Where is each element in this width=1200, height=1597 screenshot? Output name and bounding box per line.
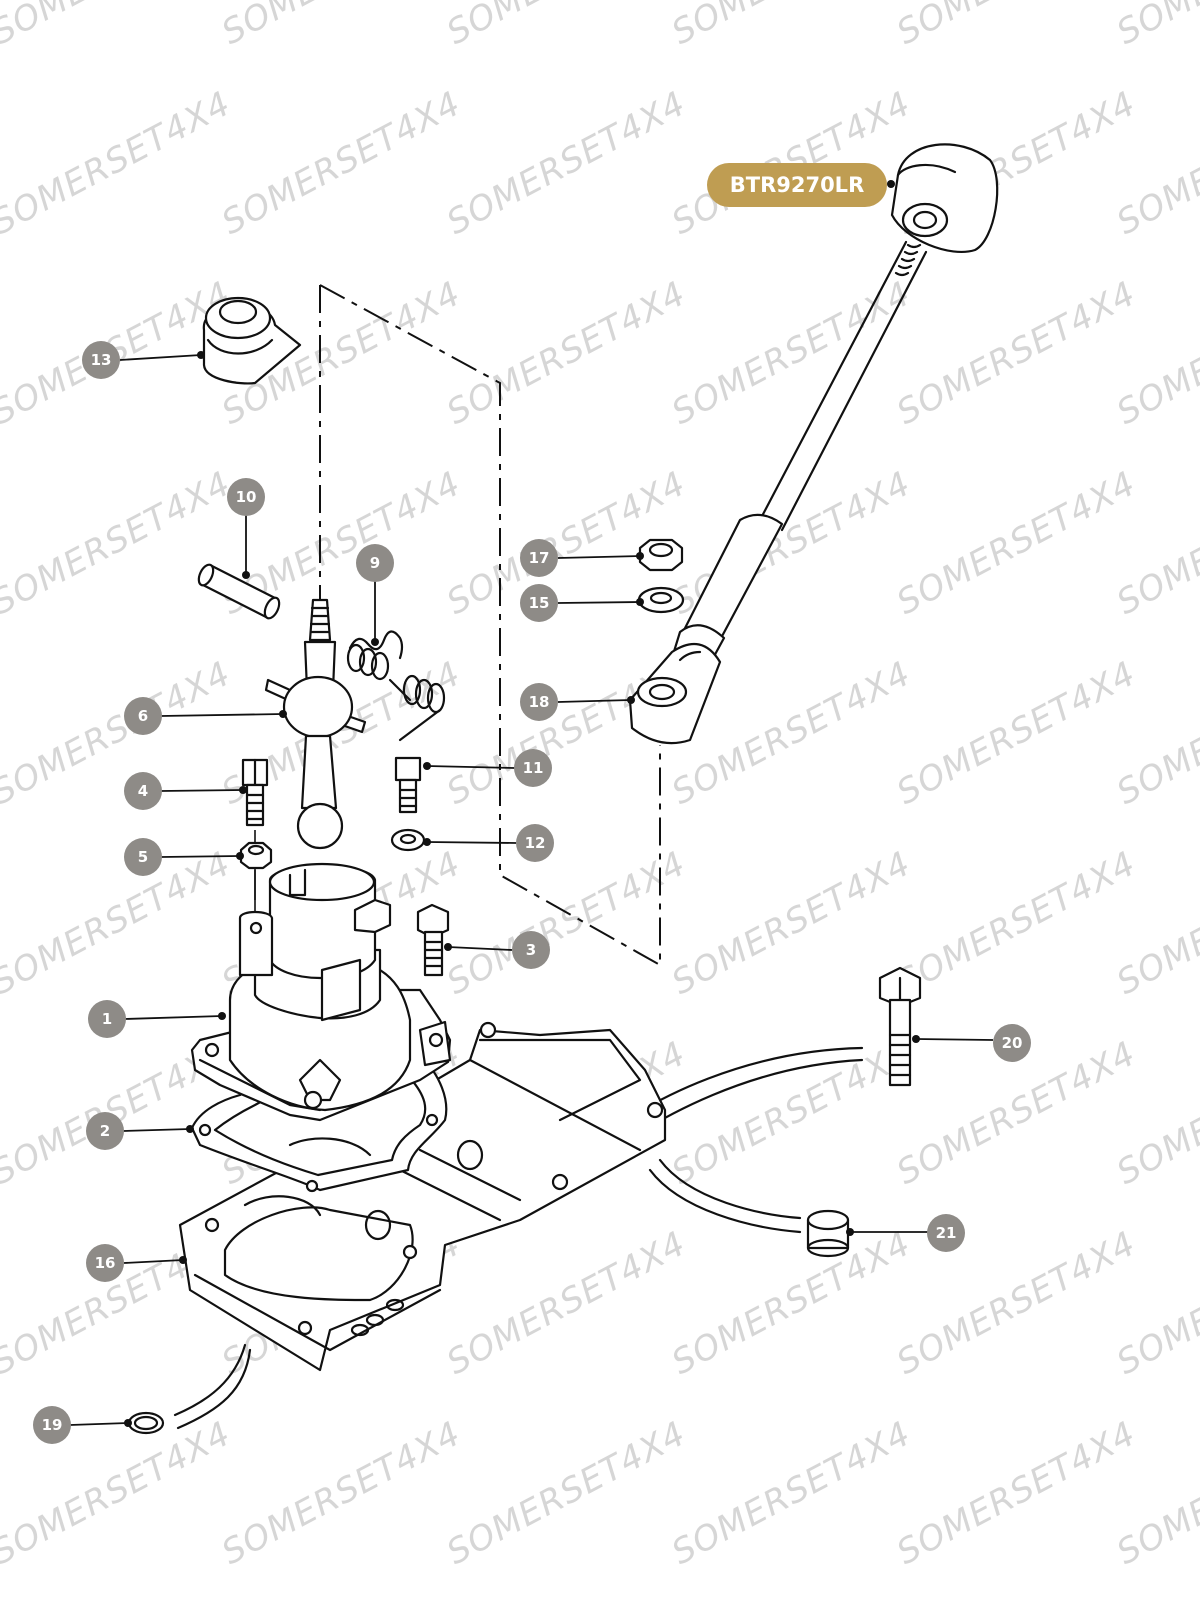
part-11-bolt[interactable] [394, 756, 422, 814]
watermark: SOMERSET4X4 [665, 0, 917, 53]
gear-lever-btr9270lr[interactable] [628, 240, 928, 745]
callout-label: 16 [95, 1254, 116, 1272]
callout-12[interactable]: 12 [516, 824, 554, 862]
part-21-dowel[interactable] [806, 1209, 850, 1258]
watermark: SOMERSET4X4 [440, 274, 692, 433]
callout-2[interactable]: 2 [86, 1112, 124, 1150]
callout-1[interactable]: 1 [88, 1000, 126, 1038]
part-19-ring[interactable] [127, 1411, 165, 1435]
callout-4[interactable]: 4 [124, 772, 162, 810]
callout-label: 18 [529, 693, 550, 711]
watermark: SOMERSET4X4 [0, 84, 237, 243]
watermark: SOMERSET4X4 [890, 274, 1142, 433]
watermark: SOMERSET4X4 [890, 844, 1142, 1003]
watermark: SOMERSET4X4 [440, 1224, 692, 1383]
callout-16[interactable]: 16 [86, 1244, 124, 1282]
part-13-boot[interactable] [202, 296, 302, 385]
part-1-housing[interactable] [190, 862, 452, 1122]
callout-18[interactable]: 18 [520, 683, 558, 721]
callout-19[interactable]: 19 [33, 1406, 71, 1444]
callout-3[interactable]: 3 [512, 931, 550, 969]
watermark: SOMERSET4X4 [890, 1414, 1142, 1573]
part-17-nut[interactable] [638, 538, 684, 572]
part-16-casing[interactable] [178, 1021, 667, 1372]
watermark: SOMERSET4X4 [890, 0, 1142, 53]
watermark: SOMERSET4X4 [440, 844, 692, 1003]
watermark: SOMERSET4X4 [0, 1414, 237, 1573]
watermark: SOMERSET4X4 [665, 274, 917, 433]
part-3-bolt[interactable] [416, 903, 450, 977]
watermark: SOMERSET4X4 [665, 1224, 917, 1383]
callout-21[interactable]: 21 [927, 1214, 965, 1252]
watermark: SOMERSET4X4 [665, 1034, 917, 1193]
watermark: SOMERSET4X4 [0, 464, 237, 623]
callout-13[interactable]: 13 [82, 341, 120, 379]
watermark: SOMERSET4X4 [890, 1224, 1142, 1383]
callout-6[interactable]: 6 [124, 697, 162, 735]
callout-9[interactable]: 9 [356, 544, 394, 582]
part-9-spring[interactable] [346, 630, 446, 742]
watermark: SOMERSET4X4 [890, 654, 1142, 813]
part-10-pin[interactable] [196, 562, 282, 620]
part-number-label: BTR9270LR [730, 173, 865, 197]
callout-label: 20 [1002, 1034, 1023, 1052]
callout-label: 12 [525, 834, 546, 852]
part-12-washer[interactable] [390, 828, 426, 852]
callout-label: 9 [370, 554, 380, 572]
watermark: SOMERSET4X4 [440, 0, 692, 53]
watermark: SOMERSET4X4 [0, 0, 237, 53]
callout-label: 2 [100, 1122, 110, 1140]
watermark: SOMERSET4X4 [440, 84, 692, 243]
callout-label: 21 [936, 1224, 957, 1242]
part-15-washer[interactable] [637, 586, 685, 614]
callout-15[interactable]: 15 [520, 584, 558, 622]
leader-lines [69, 180, 994, 1427]
callout-5[interactable]: 5 [124, 838, 162, 876]
part-4-bolt[interactable] [241, 758, 269, 827]
callout-label: 15 [529, 594, 550, 612]
callout-label: 6 [138, 707, 148, 725]
callout-label: 11 [523, 759, 544, 777]
callout-label: 5 [138, 848, 148, 866]
watermark: SOMERSET4X4 [0, 844, 237, 1003]
callout-10[interactable]: 10 [227, 478, 265, 516]
callout-label: 1 [102, 1010, 112, 1028]
gear-knob[interactable] [890, 143, 999, 253]
part-number-badge[interactable]: BTR9270LR [707, 163, 887, 207]
watermark: SOMERSET4X4 [215, 84, 467, 243]
watermark: SOMERSET4X4 [1110, 0, 1200, 53]
watermark: SOMERSET4X4 [440, 1414, 692, 1573]
callout-20[interactable]: 20 [993, 1024, 1031, 1062]
callout-label: 19 [42, 1416, 63, 1434]
watermark: SOMERSET4X4 [665, 1414, 917, 1573]
watermark: SOMERSET4X4 [215, 1414, 467, 1573]
watermark: SOMERSET4X4 [890, 464, 1142, 623]
callout-label: 13 [91, 351, 112, 369]
callout-label: 17 [529, 549, 550, 567]
watermark: SOMERSET4X4 [215, 0, 467, 53]
watermark: SOMERSET4X4 [0, 654, 237, 813]
callout-label: 3 [526, 941, 536, 959]
part-6-lower-lever[interactable] [264, 598, 367, 850]
callout-17[interactable]: 17 [520, 539, 558, 577]
part-20-bolt[interactable] [878, 966, 922, 1087]
part-5-nut[interactable] [239, 841, 273, 870]
assembly-lines [254, 284, 661, 967]
callout-label: 10 [236, 488, 257, 506]
callout-label: 4 [138, 782, 148, 800]
callout-11[interactable]: 11 [514, 749, 552, 787]
